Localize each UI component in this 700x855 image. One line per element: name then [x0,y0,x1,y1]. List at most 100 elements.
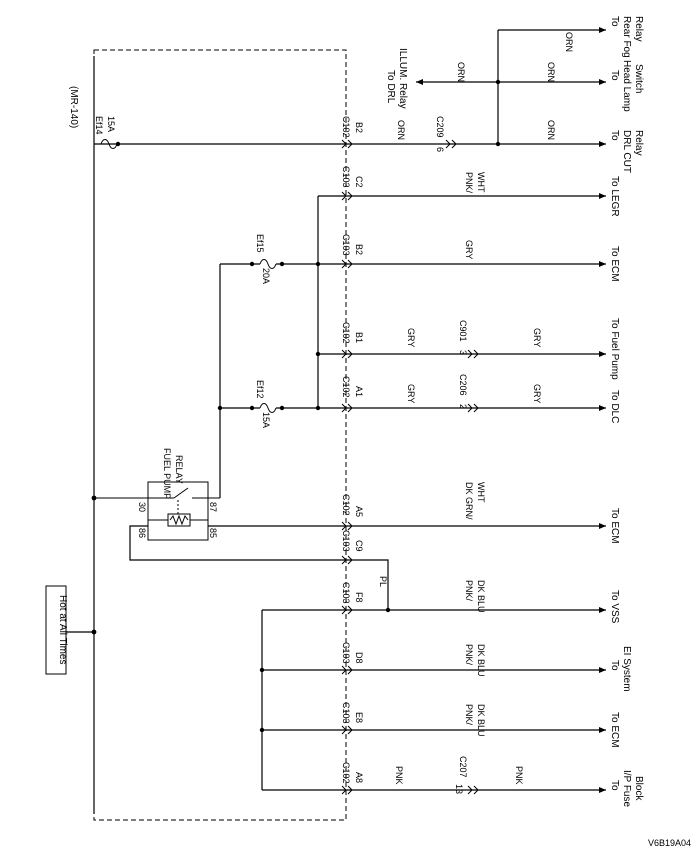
c103-f8-connector [341,605,353,615]
vss-dest: To VSS [609,590,620,624]
c103-d8-conn: C103 [341,642,351,664]
dlc-wire-label-2: GRY [532,384,542,403]
c103-c2-conn: C103 [341,166,351,188]
c103-b2-pin: B2 [354,244,364,255]
ef15-fuse-symbol [259,259,277,269]
drl-illum-dest-2: ILLUM. Relay [397,48,408,109]
vss-wire-label-2: DK BLU [476,580,486,613]
ecm-dest-1: To ECM [609,246,620,282]
legr-wire-label-1: PNK/ [464,172,474,194]
ei-wire-label-2: DK BLU [476,644,486,677]
c103-c9-connector [341,555,353,565]
ef14-fuse-symbol [100,139,118,149]
ecm-wire-label-1: GRY [464,240,474,259]
relay-86-loop [129,525,389,610]
ei-splice [259,667,265,673]
legr-splice [315,261,321,267]
rear-fog-dest-3: Relay [633,16,644,42]
c102-b2-pin: B2 [354,122,364,133]
relay-pin-30: 30 [137,502,147,512]
ecm-dest-3: To ECM [609,712,620,748]
ecm-wire-label-3b: DK BLU [476,704,486,737]
c102-b1-connector [341,349,353,359]
drl-cut-dest-2: DRL CUT [621,130,632,173]
ip-fuse-dest-2: I/P Fuse [621,770,632,807]
drl-cut-dest-1: To [609,130,620,141]
drl-illum-dest-1: To DRL [385,70,396,104]
hot-label-box [45,585,67,675]
vss-pl-splice [385,607,391,613]
ei-dest-2: EI System [621,646,632,692]
ef12-fuse-symbol [259,403,277,413]
ef15-name: Ef15 [255,234,265,253]
relay-pin-87: 87 [208,502,218,512]
c102-a1-connector [341,403,353,413]
c209-pin: 6 [435,147,445,152]
rear-fog-dest-2: Rear Fog [621,16,632,58]
c103-d8-connector [341,665,353,675]
dlc-dest: To DLC [609,390,620,423]
relay-title-2: RELAY [174,455,184,484]
legr-dest: To LEGR [609,176,620,217]
relay-coil-winding [169,514,189,526]
ecm-arrow-1 [599,261,606,267]
c901-pin: 3 [458,350,468,355]
ecm-wire-label-2b: WHT [476,482,486,503]
head-lamp-arrow [599,79,606,85]
c207-conn: C207 [458,756,468,778]
ip-fuse-dest-1: To [609,780,620,791]
c103-e8-pin: E8 [354,712,364,723]
c103-f8-pin: F8 [354,592,364,603]
ef12-splice-2 [249,405,255,411]
orn-label-3: ORN [456,62,466,82]
c103-d8-pin: D8 [354,652,364,664]
fuel-pump-arrow [599,351,606,357]
fuel-pump-dest: To Fuel Pump [609,318,620,380]
head-lamp-dest-1: To [609,70,620,81]
dlc-arrow [599,405,606,411]
dlc-wire-label-1: GRY [406,384,416,403]
c207-connector [467,785,479,795]
legr-arrow [599,193,606,199]
relay-pin-86: 86 [137,528,147,538]
ef12-splice-left [217,405,223,411]
c209-conn: C209 [435,116,445,138]
ef12-rating: 15A [261,412,271,428]
c207-pin: 13 [454,784,464,794]
c103-f8-conn: C103 [341,582,351,604]
ecm-arrow-2 [599,523,606,529]
ip-wire-label-2: PNK [514,766,524,785]
orn-label-4: ORN [564,32,574,52]
fuel-pump-splice [315,351,321,357]
relay-pin-85: 85 [208,528,218,538]
ip-fuse-arrow [599,787,606,793]
c102-a1-conn: C102 [341,376,351,398]
fuel-pump-relay [147,481,209,541]
c901-connector [467,349,479,359]
ef15-splice-left [249,261,255,267]
relay-switch-blade [173,487,189,499]
c209-connector [445,139,457,149]
c901-conn: C901 [458,320,468,342]
rear-fog-dest-1: To [609,16,620,27]
c102-b2-conn: C102 [341,116,351,138]
c102-a8-conn: C102 [341,762,351,784]
dlc-splice [315,405,321,411]
ecm-splice-3 [259,727,265,733]
ecm-arrow-3 [599,727,606,733]
ei-wire-label-1: PNK/ [464,644,474,666]
ecm-wire-label-2a: DK GRN/ [464,482,474,520]
head-lamp-dest-2: Head Lamp [621,60,632,112]
orn-label-2: ORN [546,120,556,140]
vss-wire-label-1: PNK/ [464,580,474,602]
c103-b2-conn: C103 [341,234,351,256]
ef14-rating: 15A [106,116,116,132]
c103-c2-connector [341,191,353,201]
orn-splice-2 [495,79,501,85]
c103-c9-conn: C103 [341,530,351,552]
ef15-rating: 20A [261,268,271,284]
ei-arrow [599,667,606,673]
orn-label-5: ORN [546,62,556,82]
c102-a1-pin: A1 [354,386,364,397]
c103-e8-conn: C103 [341,702,351,724]
